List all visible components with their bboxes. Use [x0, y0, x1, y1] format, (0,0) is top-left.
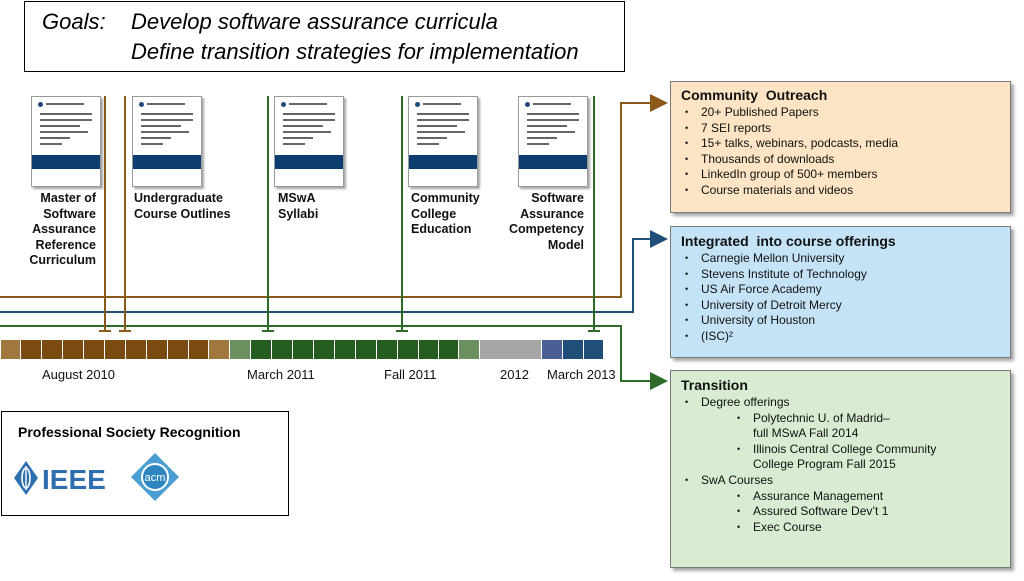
- document-icon: [408, 96, 478, 187]
- milestone-line: [593, 96, 595, 332]
- milestone-tick: [588, 330, 600, 332]
- transition-title: Transition: [681, 377, 748, 393]
- outreach-item: Course materials and videos: [681, 183, 1000, 199]
- integrated-item: Carnegie Mellon University: [681, 251, 1000, 267]
- document-label: Master of Software Assurance Reference C…: [29, 191, 96, 267]
- milestone-line: [401, 96, 403, 332]
- document-label: Community College Education: [411, 191, 480, 236]
- document-label: Software Assurance Competency Model: [508, 191, 584, 252]
- integrated-title: Integrated into course offerings: [681, 233, 896, 249]
- outreach-item: 7 SEI reports: [681, 121, 1000, 137]
- transition-arrow-icon: [650, 372, 668, 390]
- transition-subitem: Assured Software Dev’t 1: [681, 504, 1000, 520]
- integrated-box: Integrated into course offerings Carnegi…: [670, 226, 1011, 358]
- timeline-label: March 2013: [547, 367, 616, 382]
- ieee-logo-icon: IEEE: [14, 461, 106, 495]
- transition-connector-line: [0, 325, 622, 327]
- document-label: Undergraduate Course Outlines: [134, 191, 231, 221]
- outreach-arrow-icon: [650, 94, 668, 112]
- recognition-box: Professional Society Recognition IEEE ac…: [1, 411, 289, 516]
- recognition-title: Professional Society Recognition: [18, 424, 241, 440]
- transition-item: Degree offerings: [681, 395, 1000, 411]
- goals-label: Goals:: [42, 9, 106, 34]
- timeline-label: 2012: [500, 367, 529, 382]
- integrated-item: University of Houston: [681, 313, 1000, 329]
- outreach-connector-line: [0, 296, 622, 298]
- milestone-tick: [119, 330, 131, 332]
- transition-subitem: Polytechnic U. of Madrid– full MSwA Fall…: [681, 411, 1000, 442]
- ieee-logo-text: IEEE: [42, 464, 106, 495]
- outreach-connector-vertical: [620, 102, 622, 298]
- transition-subitem: Exec Course: [681, 520, 1000, 536]
- timeline-label: Fall 2011: [384, 367, 437, 382]
- milestone-line: [104, 96, 106, 332]
- outreach-item: LinkedIn group of 500+ members: [681, 167, 1000, 183]
- document-icon: [518, 96, 588, 187]
- outreach-box: Community Outreach 20+ Published Papers …: [670, 81, 1011, 213]
- transition-subitem: Assurance Management: [681, 489, 1000, 505]
- transition-connector-vertical: [620, 325, 622, 382]
- integrated-item: US Air Force Academy: [681, 282, 1000, 298]
- milestone-tick: [396, 330, 408, 332]
- timeline-label: August 2010: [42, 367, 116, 382]
- transition-subitem: Illinois Central College Community Colle…: [681, 442, 1000, 473]
- outreach-connector-horizontal: [620, 102, 654, 104]
- integrated-connector-horizontal: [632, 238, 654, 240]
- integrated-item: University of Detroit Mercy: [681, 298, 1000, 314]
- integrated-item: (ISC)²: [681, 329, 1000, 345]
- integrated-connector-vertical: [632, 238, 634, 313]
- goals-box: Goals: Develop software assurance curric…: [24, 1, 625, 72]
- outreach-item: 15+ talks, webinars, podcasts, media: [681, 136, 1000, 152]
- document-icon: [274, 96, 344, 187]
- integrated-arrow-icon: [650, 230, 668, 248]
- transition-item: SwA Courses: [681, 473, 1000, 489]
- goal-item: Define transition strategies for impleme…: [131, 39, 579, 64]
- transition-connector-horizontal: [620, 380, 654, 382]
- goal-item: Develop software assurance curricula: [131, 9, 498, 34]
- integrated-connector-line: [0, 311, 634, 313]
- outreach-item: 20+ Published Papers: [681, 105, 1000, 121]
- document-label: MSwA Syllabi: [278, 191, 319, 221]
- milestone-tick: [99, 330, 111, 332]
- milestone-line: [267, 96, 269, 332]
- document-icon: [132, 96, 202, 187]
- transition-box: Transition Degree offerings Polytechnic …: [670, 370, 1011, 568]
- integrated-item: Stevens Institute of Technology: [681, 267, 1000, 283]
- outreach-item: Thousands of downloads: [681, 152, 1000, 168]
- document-icon: [31, 96, 101, 187]
- timeline-label: March 2011: [247, 367, 315, 382]
- milestone-line: [124, 96, 126, 332]
- acm-logo-icon: acm: [131, 453, 179, 501]
- acm-logo-text: acm: [145, 472, 166, 484]
- outreach-title: Community Outreach: [681, 87, 828, 103]
- milestone-tick: [262, 330, 274, 332]
